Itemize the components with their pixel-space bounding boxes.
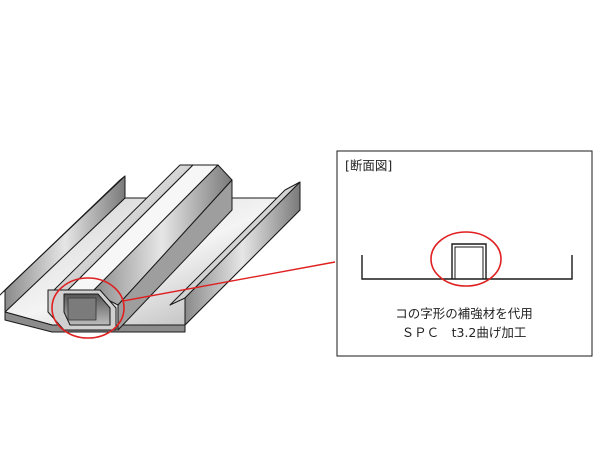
inner-right-plate <box>117 179 233 331</box>
section-panel-frame <box>336 150 593 357</box>
highlight-ellipse-section <box>430 231 502 287</box>
front-face-strip <box>4 311 186 333</box>
left-flange-lip <box>0 175 126 296</box>
outer-channel-line <box>361 255 573 280</box>
leader-line <box>122 261 336 302</box>
section-panel: [断面図] コの字形の補強材を代用 ＳＰＣ t3.2曲げ加工 <box>336 150 593 357</box>
right-flange-side <box>184 181 301 326</box>
metal-channel-perspective-icon <box>0 164 301 333</box>
section-title: [断面図] <box>345 158 392 173</box>
inner-reinforcement-line-inner <box>454 246 484 279</box>
u-channel-cross-section-icon <box>361 243 573 280</box>
section-caption-line2: ＳＰＣ t3.2曲げ加工 <box>402 325 527 340</box>
section-caption-line1: コの字形の補強材を代用 <box>395 306 533 321</box>
inner-reinforcement-line <box>451 243 487 279</box>
tube-inner-wall <box>67 297 97 321</box>
highlight-ellipse-perspective <box>51 277 125 339</box>
